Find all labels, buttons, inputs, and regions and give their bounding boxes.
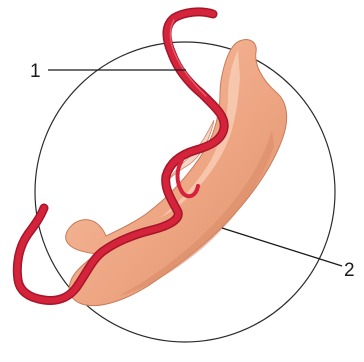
label-1: 1 bbox=[30, 61, 41, 82]
label-2: 2 bbox=[344, 260, 355, 281]
